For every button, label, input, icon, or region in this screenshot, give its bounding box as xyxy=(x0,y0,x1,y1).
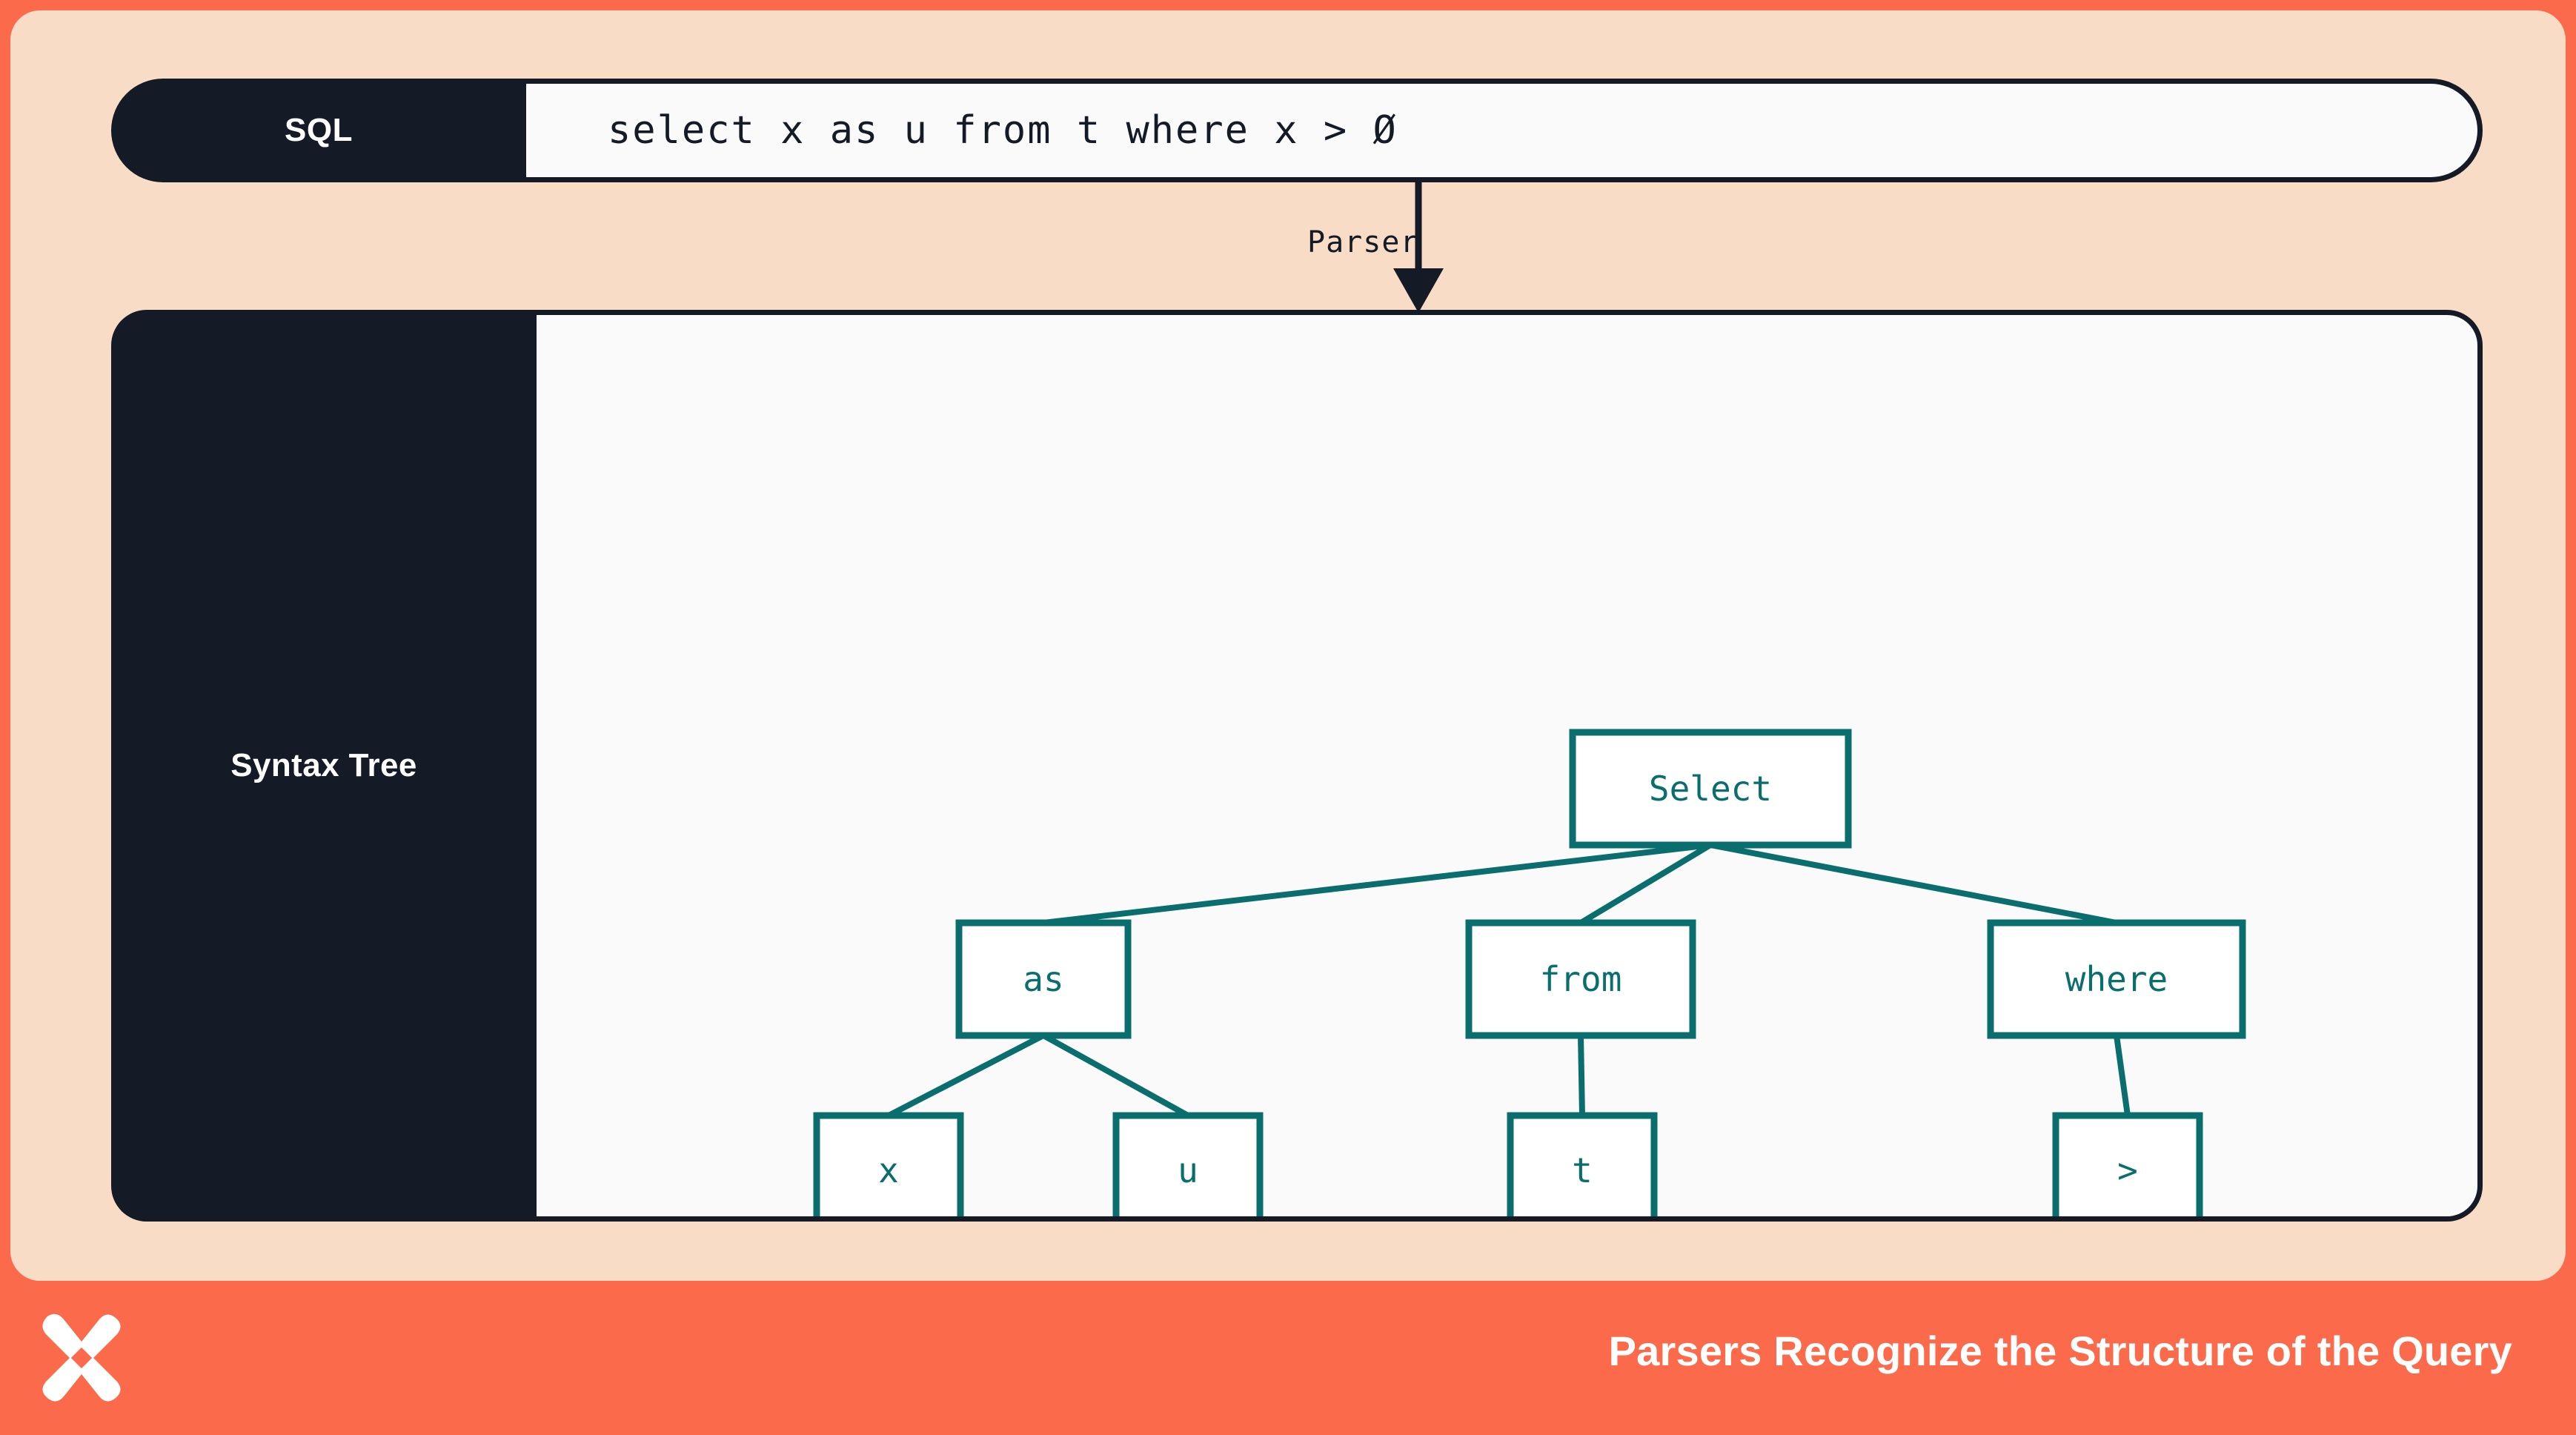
tree-node-from[interactable]: from xyxy=(1465,919,1696,1039)
parser-arrow-icon xyxy=(1270,182,1567,316)
tree-node-label: > xyxy=(2117,1150,2138,1190)
parser-label: Parser xyxy=(1307,225,1419,259)
tree-node-select[interactable]: Select xyxy=(1569,729,1852,849)
sql-query-field[interactable]: select x as u from t where x > Ø xyxy=(526,79,2483,182)
content-stage: SQL select x as u from t where x > Ø Par… xyxy=(10,10,2566,1281)
x-mark-logo-icon xyxy=(36,1310,127,1402)
tree-node-box xyxy=(813,1112,964,1216)
tree-node-box xyxy=(1987,919,2246,1039)
tree-edge xyxy=(1042,1033,1189,1118)
tree-node-x1[interactable]: x xyxy=(813,1112,964,1222)
tree-node-as[interactable]: as xyxy=(955,919,1132,1039)
tree-edge xyxy=(1710,842,2117,926)
footer-bar xyxy=(0,1281,2576,1435)
sql-row: SQL select x as u from t where x > Ø xyxy=(111,79,2483,182)
tree-node-box xyxy=(1569,729,1852,849)
tree-edge xyxy=(1579,842,1713,926)
tree-node-label: from xyxy=(1540,959,1622,999)
tree-node-t[interactable]: t xyxy=(1507,1112,1658,1222)
tree-edge xyxy=(1043,842,1711,926)
tree-node-box xyxy=(1112,1112,1264,1216)
syntax-tree-label-block: Syntax Tree xyxy=(111,310,537,1222)
tree-node-box xyxy=(955,919,1132,1039)
tree-node-label: where xyxy=(2065,959,2168,999)
sql-label-text: SQL xyxy=(285,112,353,148)
footer-title: Parsers Recognize the Structure of the Q… xyxy=(1608,1328,2512,1374)
tree-node-gt[interactable]: > xyxy=(2052,1112,2203,1222)
sql-label-pill: SQL xyxy=(111,79,526,182)
tree-node-label: x xyxy=(878,1150,899,1190)
tree-edge xyxy=(2114,1035,2131,1116)
tree-edge xyxy=(887,1033,1045,1118)
tree-node-label: t xyxy=(1572,1150,1593,1190)
tree-node-box xyxy=(1507,1112,1658,1216)
tree-edge xyxy=(1578,1035,1585,1116)
syntax-tree-label-text: Syntax Tree xyxy=(230,747,417,783)
tree-node-box xyxy=(1465,919,1696,1039)
tree-node-where[interactable]: where xyxy=(1987,919,2246,1039)
tree-node-label: as xyxy=(1023,959,1063,999)
tree-node-u[interactable]: u xyxy=(1112,1112,1264,1222)
sql-query-text: select x as u from t where x > Ø xyxy=(608,108,1398,153)
tree-node-label: Select xyxy=(1649,769,1772,809)
tree-node-label: u xyxy=(1178,1150,1198,1190)
tree-node-box xyxy=(2052,1112,2203,1216)
